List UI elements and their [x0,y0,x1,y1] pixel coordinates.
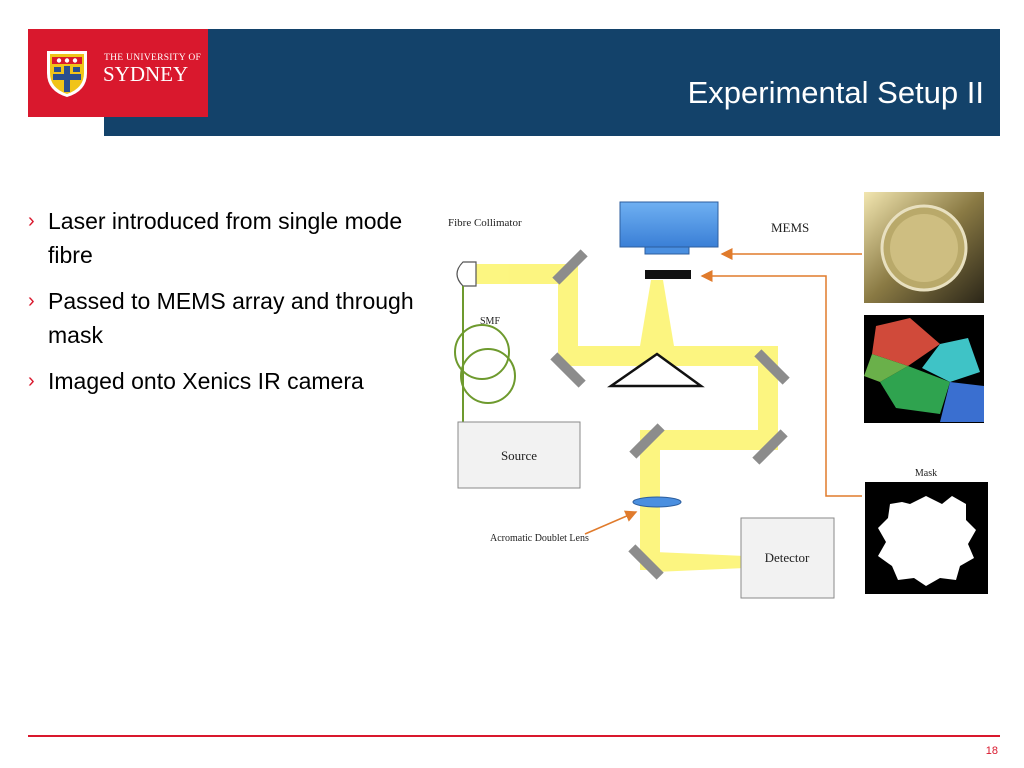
doublet-lens [632,496,682,508]
beam-splitter [607,352,705,388]
fibre-collimator-icon [456,261,477,287]
label-detector: Detector [765,550,810,565]
label-fibre-collimator: Fibre Collimator [448,217,522,229]
logo-text-line1: THE UNIVERSITY OF [104,53,202,63]
bullet-item: › Laser introduced from single mode fibr… [28,204,428,272]
annotation-arrows [584,248,862,535]
detector-box [740,517,835,599]
university-logo: THE UNIVERSITY OF SYDNEY [28,29,208,117]
bullet-text: Imaged onto Xenics IR camera [48,368,364,394]
mirrors [550,249,790,580]
label-smf: SMF [480,316,500,327]
mems-chip-photo [864,192,984,303]
mirror [752,429,788,465]
label-mems: MEMS [771,220,809,235]
slide-title: Experimental Setup II [687,75,984,110]
bullet-text: Laser introduced from single mode fibre [48,208,403,268]
source-box [457,421,581,489]
label-source: Source [501,448,537,463]
smf-fibre [454,286,516,424]
mirror [550,352,586,388]
crest-icon [47,51,87,97]
mems-device [619,201,719,248]
chevron-right-icon: › [28,370,35,392]
bullet-item: › Passed to MEMS array and through mask [28,284,428,352]
mirror [754,349,790,385]
optical-setup-diagram: Fibre Collimator SMF Source MEMS Mask De… [448,192,988,599]
footer-rule [28,735,1000,737]
label-lens: Acromatic Doublet Lens [490,533,589,544]
chevron-right-icon: › [28,210,35,232]
mask-element [645,270,691,279]
bullet-text: Passed to MEMS array and through mask [48,288,414,348]
mems-base [644,246,690,255]
bullet-list: › Laser introduced from single mode fibr… [28,204,428,410]
header-bar: Experimental Setup II [104,29,1000,136]
chevron-right-icon: › [28,290,35,312]
mirror [628,544,664,580]
mirror [552,249,588,285]
bullet-item: › Imaged onto Xenics IR camera [28,364,428,398]
hex-mirror-render [864,315,984,423]
page-number: 18 [985,745,998,757]
label-mask: Mask [915,468,937,479]
laser-beam [465,264,778,572]
mirror [629,423,665,459]
mask-photo [865,482,988,594]
logo-text-line2: SYDNEY [103,62,189,86]
